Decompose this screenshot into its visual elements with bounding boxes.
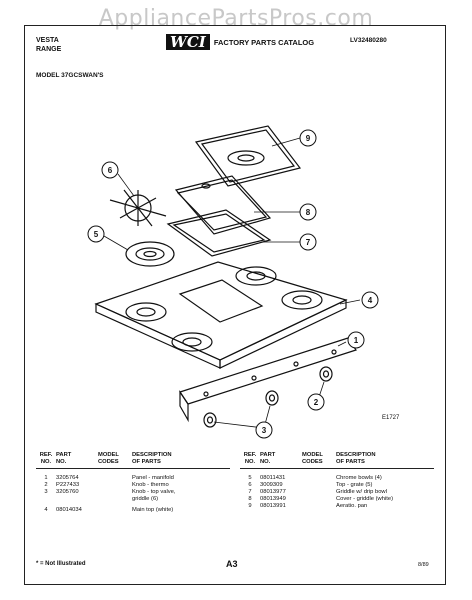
brand-block: VESTA RANGE xyxy=(36,36,61,54)
model-codes xyxy=(302,482,336,489)
part-description: Aeratio. pan xyxy=(336,503,368,509)
header-part: PART NO. xyxy=(260,452,276,465)
parts-table-header: REF. NO. PART NO. MODEL CODES DESCRIPTIO… xyxy=(240,452,434,469)
callout-circle-4 xyxy=(361,291,379,309)
part-description: Main top (white) xyxy=(132,507,174,513)
header-ref: REF. NO. xyxy=(39,452,53,465)
table-row: 8 08013949 Cover - griddle (white) xyxy=(240,496,434,503)
griddle-cover-part xyxy=(174,175,272,235)
header-model: MODEL CODES xyxy=(302,452,323,465)
part-no: P227433 xyxy=(56,482,80,488)
parts-table-right: REF. NO. PART NO. MODEL CODES DESCRIPTIO… xyxy=(240,452,434,510)
main-top-part xyxy=(94,261,348,369)
callout-label-3: 3 xyxy=(262,426,267,435)
watermark-text: AppliancePartsPros.com xyxy=(98,6,374,31)
part-no: 3205760 xyxy=(56,489,79,495)
callout-label-2: 2 xyxy=(314,398,319,407)
catalog-title: FACTORY PARTS CATALOG xyxy=(213,37,315,47)
part-no: 08013991 xyxy=(260,503,286,509)
brand-line-1: VESTA xyxy=(36,37,59,44)
callout-label-1: 1 xyxy=(354,336,359,345)
model-codes xyxy=(98,507,132,514)
header-part: PART NO. xyxy=(56,452,72,465)
manifold-panel-part xyxy=(179,337,357,423)
part-no: 08013977 xyxy=(260,489,286,495)
page-border xyxy=(24,25,446,585)
wci-logo: WCI xyxy=(166,34,210,50)
ref-no: 4 xyxy=(44,507,48,513)
ref-no: 2 xyxy=(44,482,48,488)
callout-label-6: 6 xyxy=(108,166,113,175)
thermo-knob-part xyxy=(319,366,333,382)
ref-no: 3 xyxy=(44,489,48,495)
chrome-bowl-part xyxy=(125,241,175,267)
model-codes xyxy=(98,475,132,482)
part-description: Panel - manifold xyxy=(132,475,174,481)
part-description: Knob - thermo xyxy=(132,482,169,488)
table-row: 2 P227433 Knob - thermo xyxy=(36,482,230,489)
model-codes xyxy=(302,503,336,510)
callout-label-7: 7 xyxy=(306,238,311,247)
model-codes xyxy=(302,475,336,482)
part-description: Chrome bowls (4) xyxy=(336,475,382,481)
valve-knob-part xyxy=(203,390,279,428)
header-ref: REF. NO. xyxy=(243,452,257,465)
part-no: 3009309 xyxy=(260,482,283,488)
aeration-pan-part xyxy=(194,125,302,187)
model-codes xyxy=(98,489,132,503)
catalog-date: 8/89 xyxy=(418,562,429,568)
callout-circle-8 xyxy=(299,203,317,221)
callout-circle-6 xyxy=(101,161,119,179)
table-row: 3 3205760 Knob - top valve, griddle (6) xyxy=(36,489,230,503)
callout-label-5: 5 xyxy=(94,230,99,239)
model-codes xyxy=(302,489,336,496)
grate-part xyxy=(109,189,167,227)
ref-no: 7 xyxy=(248,489,252,495)
header-desc: DESCRIPTION OF PARTS xyxy=(336,452,376,465)
part-no: 08014034 xyxy=(56,507,82,513)
brand-line-2: RANGE xyxy=(36,46,62,53)
part-no: 08013949 xyxy=(260,496,286,502)
callout-circle-7 xyxy=(299,233,317,251)
ref-no: 1 xyxy=(44,475,48,481)
callout-label-9: 9 xyxy=(306,134,311,143)
callout-label-8: 8 xyxy=(306,208,311,217)
part-description: Cover - griddle (white) xyxy=(336,496,394,502)
header-model: MODEL CODES xyxy=(98,452,119,465)
callout-circle-2 xyxy=(307,393,325,411)
part-description: Knob - top valve, griddle (6) xyxy=(132,489,176,502)
table-row: 6 3009309 Top - grate (5) xyxy=(240,482,434,489)
exploded-parts-diagram: 9 8 7 6 5 4 1 2 3 xyxy=(87,125,379,439)
part-no: 08011431 xyxy=(260,475,286,481)
part-description: Top - grate (5) xyxy=(336,482,373,488)
table-row: 5 08011431 Chrome bowls (4) xyxy=(240,475,434,482)
catalog-number: LV32480280 xyxy=(350,37,387,44)
ref-no: 6 xyxy=(248,482,252,488)
callout-circle-9 xyxy=(299,129,317,147)
callout-circle-5 xyxy=(87,225,105,243)
table-row: 7 08013977 Griddle w/ drip bowl xyxy=(240,489,434,496)
header-desc: DESCRIPTION OF PARTS xyxy=(132,452,172,465)
callout-label-4: 4 xyxy=(368,296,373,305)
ref-no: 8 xyxy=(248,496,252,502)
table-row: 1 3205764 Panel - manifold xyxy=(36,475,230,482)
callout-circle-1 xyxy=(347,331,365,349)
model-number: MODEL 37GCSWAN'S xyxy=(36,72,104,79)
model-codes xyxy=(98,482,132,489)
figure-code: E1727 xyxy=(382,415,400,421)
model-codes xyxy=(302,496,336,503)
table-row: 4 08014034 Main top (white) xyxy=(36,507,230,514)
ref-no: 9 xyxy=(248,503,252,509)
not-illustrated-note: * = Not Illustrated xyxy=(36,561,86,567)
parts-table-left: REF. NO. PART NO. MODEL CODES DESCRIPTIO… xyxy=(36,452,230,514)
table-row: 9 08013991 Aeratio. pan xyxy=(240,503,434,510)
parts-table-header: REF. NO. PART NO. MODEL CODES DESCRIPTIO… xyxy=(36,452,230,469)
part-no: 3205764 xyxy=(56,475,79,481)
ref-no: 5 xyxy=(248,475,252,481)
griddle-part xyxy=(166,209,272,257)
page-number: A3 xyxy=(226,559,238,569)
catalog-header: WCI FACTORY PARTS CATALOG xyxy=(166,34,314,50)
part-description: Griddle w/ drip bowl xyxy=(336,489,387,495)
callout-circle-3 xyxy=(255,421,273,439)
